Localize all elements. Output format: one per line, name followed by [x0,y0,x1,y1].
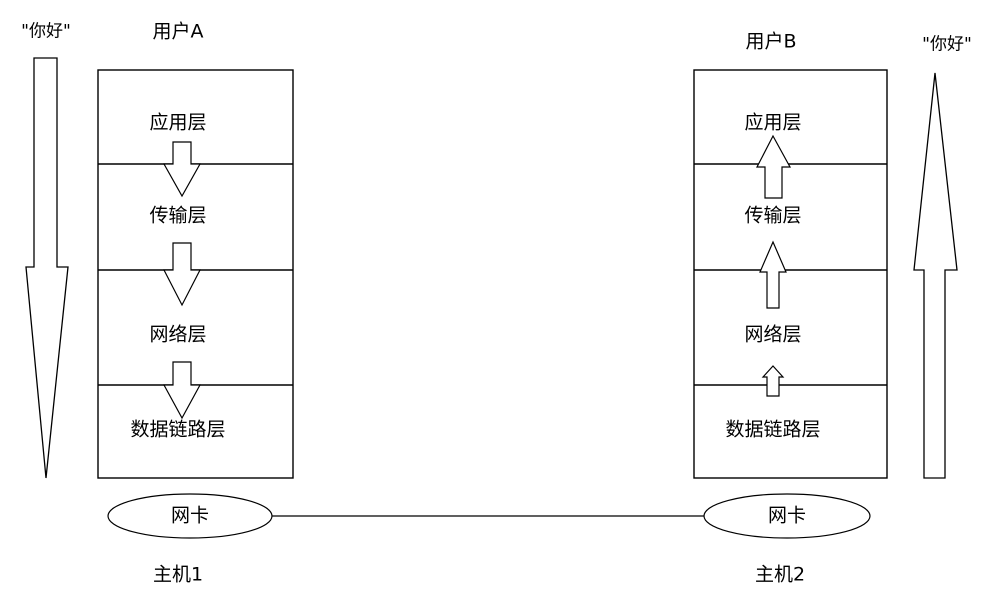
right-nic-label: 网卡 [767,504,807,527]
right-host-label: 主机2 [754,563,806,586]
left-host-label: 主机1 [152,563,204,586]
right-layer-application: 应用层 [744,111,802,134]
right-arrow-datalink-to-network [761,365,785,397]
right-greeting-label: "你好" [922,34,972,55]
left-layer-network: 网络层 [149,323,207,346]
left-arrow-transport-to-network [163,242,201,307]
left-user-label: 用户A [152,20,204,43]
right-user-label: 用户B [745,30,797,53]
left-nic-label: 网卡 [170,504,210,527]
left-layer-datalink: 数据链路层 [130,418,226,441]
right-arrow-network-to-transport [759,240,787,309]
left-arrow-app-to-transport [162,141,202,198]
left-message-down-arrow [25,57,69,479]
right-layer-datalink: 数据链路层 [725,418,821,441]
right-arrow-transport-to-app [756,134,792,199]
right-layer-network: 网络层 [744,323,802,346]
right-message-up-arrow [913,72,958,479]
left-layer-application: 应用层 [149,111,207,134]
right-layer-transport: 传输层 [744,204,802,227]
left-greeting-label: "你好" [21,21,71,42]
right-stack-box [693,69,888,479]
left-layer-transport: 传输层 [149,204,207,227]
left-arrow-network-to-datalink [162,361,202,420]
